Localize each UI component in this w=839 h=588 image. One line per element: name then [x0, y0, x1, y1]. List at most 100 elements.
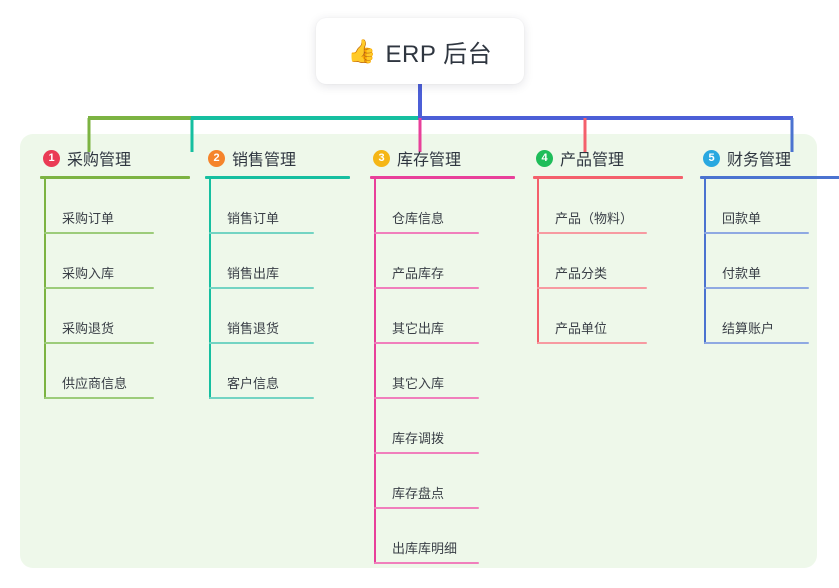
branches-panel [20, 134, 817, 568]
branch-item-list: 回款单付款单结算账户 [700, 179, 839, 344]
branch-column-3: 3 库存管理仓库信息产品库存其它出库其它入库库存调拨库存盘点出库库明细 [370, 147, 515, 564]
branch-item-label: 付款单 [722, 266, 762, 281]
branch-item-label: 产品分类 [555, 266, 608, 281]
branch-item-list: 销售订单销售出库销售退货客户信息 [205, 179, 350, 399]
branch-title: 库存管理 [397, 152, 462, 169]
branch-item-rule [374, 452, 479, 454]
branch-item-rule [537, 287, 647, 289]
branch-item-label: 其它出库 [392, 321, 445, 336]
branch-header-rule [370, 176, 515, 179]
branch-item-rule [44, 397, 154, 399]
branch-item-rule [374, 507, 479, 509]
branch-item[interactable]: 客户信息 [205, 344, 350, 399]
branch-header[interactable]: 2 销售管理 [205, 147, 350, 169]
branch-item-label: 产品库存 [392, 266, 445, 281]
branch-item-label: 回款单 [722, 211, 762, 226]
branch-header-rule [205, 176, 350, 179]
branch-item[interactable]: 出库库明细 [370, 509, 515, 564]
branch-stem-line [374, 179, 376, 564]
branch-item[interactable]: 其它出库 [370, 289, 515, 344]
branch-item[interactable]: 供应商信息 [40, 344, 190, 399]
branch-item-rule [537, 232, 647, 234]
branch-stem-line [704, 179, 706, 344]
branch-header[interactable]: 4 产品管理 [533, 147, 683, 169]
branch-item[interactable]: 仓库信息 [370, 179, 515, 234]
branch-item[interactable]: 其它入库 [370, 344, 515, 399]
branch-column-2: 2 销售管理销售订单销售出库销售退货客户信息 [205, 147, 350, 399]
branch-title: 采购管理 [67, 152, 132, 169]
page-title: ERP 后台 [385, 40, 493, 68]
branch-header[interactable]: 5 财务管理 [700, 147, 839, 169]
branch-number-badge: 5 [703, 149, 720, 167]
branch-item-rule [44, 232, 154, 234]
branch-number-badge: 3 [373, 149, 390, 167]
branch-item-list: 仓库信息产品库存其它出库其它入库库存调拨库存盘点出库库明细 [370, 179, 515, 564]
branch-header-rule [533, 176, 683, 179]
branch-item-rule [374, 342, 479, 344]
branch-item-list: 采购订单采购入库采购退货供应商信息 [40, 179, 190, 399]
branch-item-rule [704, 232, 809, 234]
branch-item-label: 采购退货 [62, 321, 115, 336]
branch-column-1: 1 采购管理采购订单采购入库采购退货供应商信息 [40, 147, 190, 399]
branch-item-rule [209, 287, 314, 289]
branch-item-label: 销售出库 [227, 266, 280, 281]
branch-item-label: 采购订单 [62, 211, 115, 226]
branch-item-label: 仓库信息 [392, 211, 445, 226]
branch-item-rule [44, 287, 154, 289]
branch-title: 销售管理 [232, 152, 297, 169]
branch-item[interactable]: 销售退货 [205, 289, 350, 344]
branch-item-rule [374, 562, 479, 564]
branch-item[interactable]: 库存盘点 [370, 454, 515, 509]
branch-column-5: 5 财务管理回款单付款单结算账户 [700, 147, 839, 344]
branch-item[interactable]: 销售出库 [205, 234, 350, 289]
branch-item[interactable]: 产品库存 [370, 234, 515, 289]
branch-item-label: 结算账户 [722, 321, 775, 336]
branch-item-rule [374, 232, 479, 234]
branch-item-label: 客户信息 [227, 376, 280, 391]
branch-item[interactable]: 采购入库 [40, 234, 190, 289]
branch-item[interactable]: 采购退货 [40, 289, 190, 344]
branch-item-label: 库存盘点 [392, 486, 445, 501]
branch-item-rule [44, 342, 154, 344]
branch-header-rule [40, 176, 190, 179]
branch-item-list: 产品（物料） 产品分类产品单位 [533, 179, 683, 344]
branch-item-label: 其它入库 [392, 376, 445, 391]
branch-number-badge: 1 [43, 149, 60, 167]
branch-item[interactable]: 回款单 [700, 179, 839, 234]
branch-header-rule [700, 176, 839, 179]
branch-title: 财务管理 [727, 152, 792, 169]
branch-item-label: 销售订单 [227, 211, 280, 226]
branch-title: 产品管理 [560, 152, 625, 169]
branch-item[interactable]: 结算账户 [700, 289, 839, 344]
branch-item-rule [704, 342, 809, 344]
branch-item-label: 销售退货 [227, 321, 280, 336]
branch-number-badge: 4 [536, 149, 553, 167]
branch-header[interactable]: 3 库存管理 [370, 147, 515, 169]
branch-item-label: 产品（物料） [555, 211, 634, 226]
branch-item[interactable]: 产品分类 [533, 234, 683, 289]
branch-item[interactable]: 产品（物料） [533, 179, 683, 234]
branch-number-badge: 2 [208, 149, 225, 167]
branch-item-label: 库存调拨 [392, 431, 445, 446]
branch-stem-line [44, 179, 46, 399]
branch-item-rule [704, 287, 809, 289]
branch-item[interactable]: 产品单位 [533, 289, 683, 344]
branch-item-rule [374, 287, 479, 289]
branch-item-rule [374, 397, 479, 399]
branch-item[interactable]: 销售订单 [205, 179, 350, 234]
branch-item-label: 供应商信息 [62, 376, 128, 391]
branch-item-rule [537, 342, 647, 344]
branch-item-rule [209, 232, 314, 234]
branch-header[interactable]: 1 采购管理 [40, 147, 190, 169]
branch-item[interactable]: 付款单 [700, 234, 839, 289]
branch-item-label: 产品单位 [555, 321, 608, 336]
branch-stem-line [209, 179, 211, 399]
branch-item-label: 采购入库 [62, 266, 115, 281]
branch-item-rule [209, 342, 314, 344]
branch-item[interactable]: 采购订单 [40, 179, 190, 234]
root-node[interactable]: 👍 ERP 后台 [316, 18, 524, 84]
branch-item[interactable]: 库存调拨 [370, 399, 515, 454]
branch-stem-line [537, 179, 539, 344]
